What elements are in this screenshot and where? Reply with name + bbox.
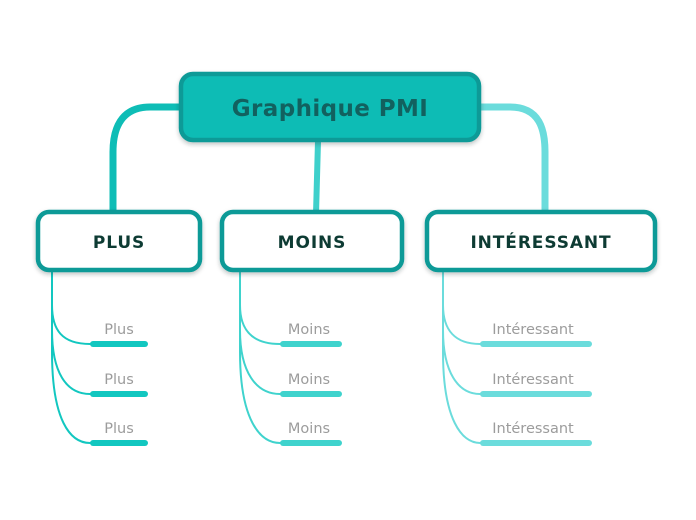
leaf-plus-2[interactable]: Plus: [90, 372, 148, 397]
leaf-connector-plus-2: [51, 272, 92, 395]
root-box[interactable]: [178, 71, 482, 143]
branch-plus[interactable]: PLUS Plus Plus Plus: [35, 209, 203, 446]
leaf-bar: [480, 341, 592, 347]
leaf-label: Plus: [104, 322, 134, 338]
root-node[interactable]: Graphique PMI: [178, 71, 482, 143]
leaf-connectors-interessant: [442, 272, 482, 444]
leaf-bar: [480, 440, 592, 446]
branch-label-plus: PLUS: [93, 233, 145, 253]
leaf-interessant-2[interactable]: Intéressant: [480, 372, 592, 397]
leaf-connector-plus-3: [51, 272, 92, 444]
leaf-interessant-3[interactable]: Intéressant: [480, 421, 592, 446]
branch-label-moins: MOINS: [278, 233, 347, 253]
leaf-bar: [90, 391, 148, 397]
leaf-connectors-plus: [51, 272, 92, 444]
branch-label-interessant: INTÉRESSANT: [470, 231, 611, 253]
connector-root-to-plus: [109, 103, 185, 218]
branch-box-moins[interactable]: [219, 209, 405, 273]
leaf-connector-interessant-2: [442, 272, 482, 395]
root-label: Graphique PMI: [232, 96, 428, 122]
leaf-bar: [280, 391, 342, 397]
leaf-label: Intéressant: [492, 322, 574, 338]
root-connectors: [109, 103, 549, 218]
leaf-bar: [280, 341, 342, 347]
branch-box-interessant[interactable]: [424, 209, 658, 273]
leaf-moins-3[interactable]: Moins: [280, 421, 342, 446]
leaf-connector-moins-2: [239, 272, 282, 395]
leaf-interessant-1[interactable]: Intéressant: [480, 322, 592, 347]
leaf-moins-1[interactable]: Moins: [280, 322, 342, 347]
leaf-plus-1[interactable]: Plus: [90, 322, 148, 347]
branch-moins[interactable]: MOINS Moins Moins Moins: [219, 209, 405, 446]
leaf-label: Moins: [288, 372, 330, 388]
connector-root-to-interessant: [475, 103, 549, 218]
leaf-connector-moins-3: [239, 272, 282, 444]
leaf-connector-moins-1: [239, 272, 282, 345]
leaf-moins-2[interactable]: Moins: [280, 372, 342, 397]
leaf-connectors-moins: [239, 272, 282, 444]
leaf-bar: [480, 391, 592, 397]
leaf-label: Plus: [104, 372, 134, 388]
connector-root-to-moins: [313, 138, 321, 217]
leaf-label: Intéressant: [492, 421, 574, 437]
leaf-connector-plus-1: [51, 272, 92, 345]
leaf-label: Plus: [104, 421, 134, 437]
leaf-label: Moins: [288, 322, 330, 338]
leaf-connector-interessant-3: [442, 272, 482, 444]
branch-interessant[interactable]: INTÉRESSANT Intéressant Intéressant Inté…: [424, 209, 658, 446]
leaf-connector-interessant-1: [442, 272, 482, 345]
leaf-bar: [90, 341, 148, 347]
leaf-label: Intéressant: [492, 372, 574, 388]
leaf-label: Moins: [288, 421, 330, 437]
leaf-bar: [90, 440, 148, 446]
leaf-plus-3[interactable]: Plus: [90, 421, 148, 446]
leaf-bar: [280, 440, 342, 446]
branch-box-plus[interactable]: [35, 209, 203, 273]
